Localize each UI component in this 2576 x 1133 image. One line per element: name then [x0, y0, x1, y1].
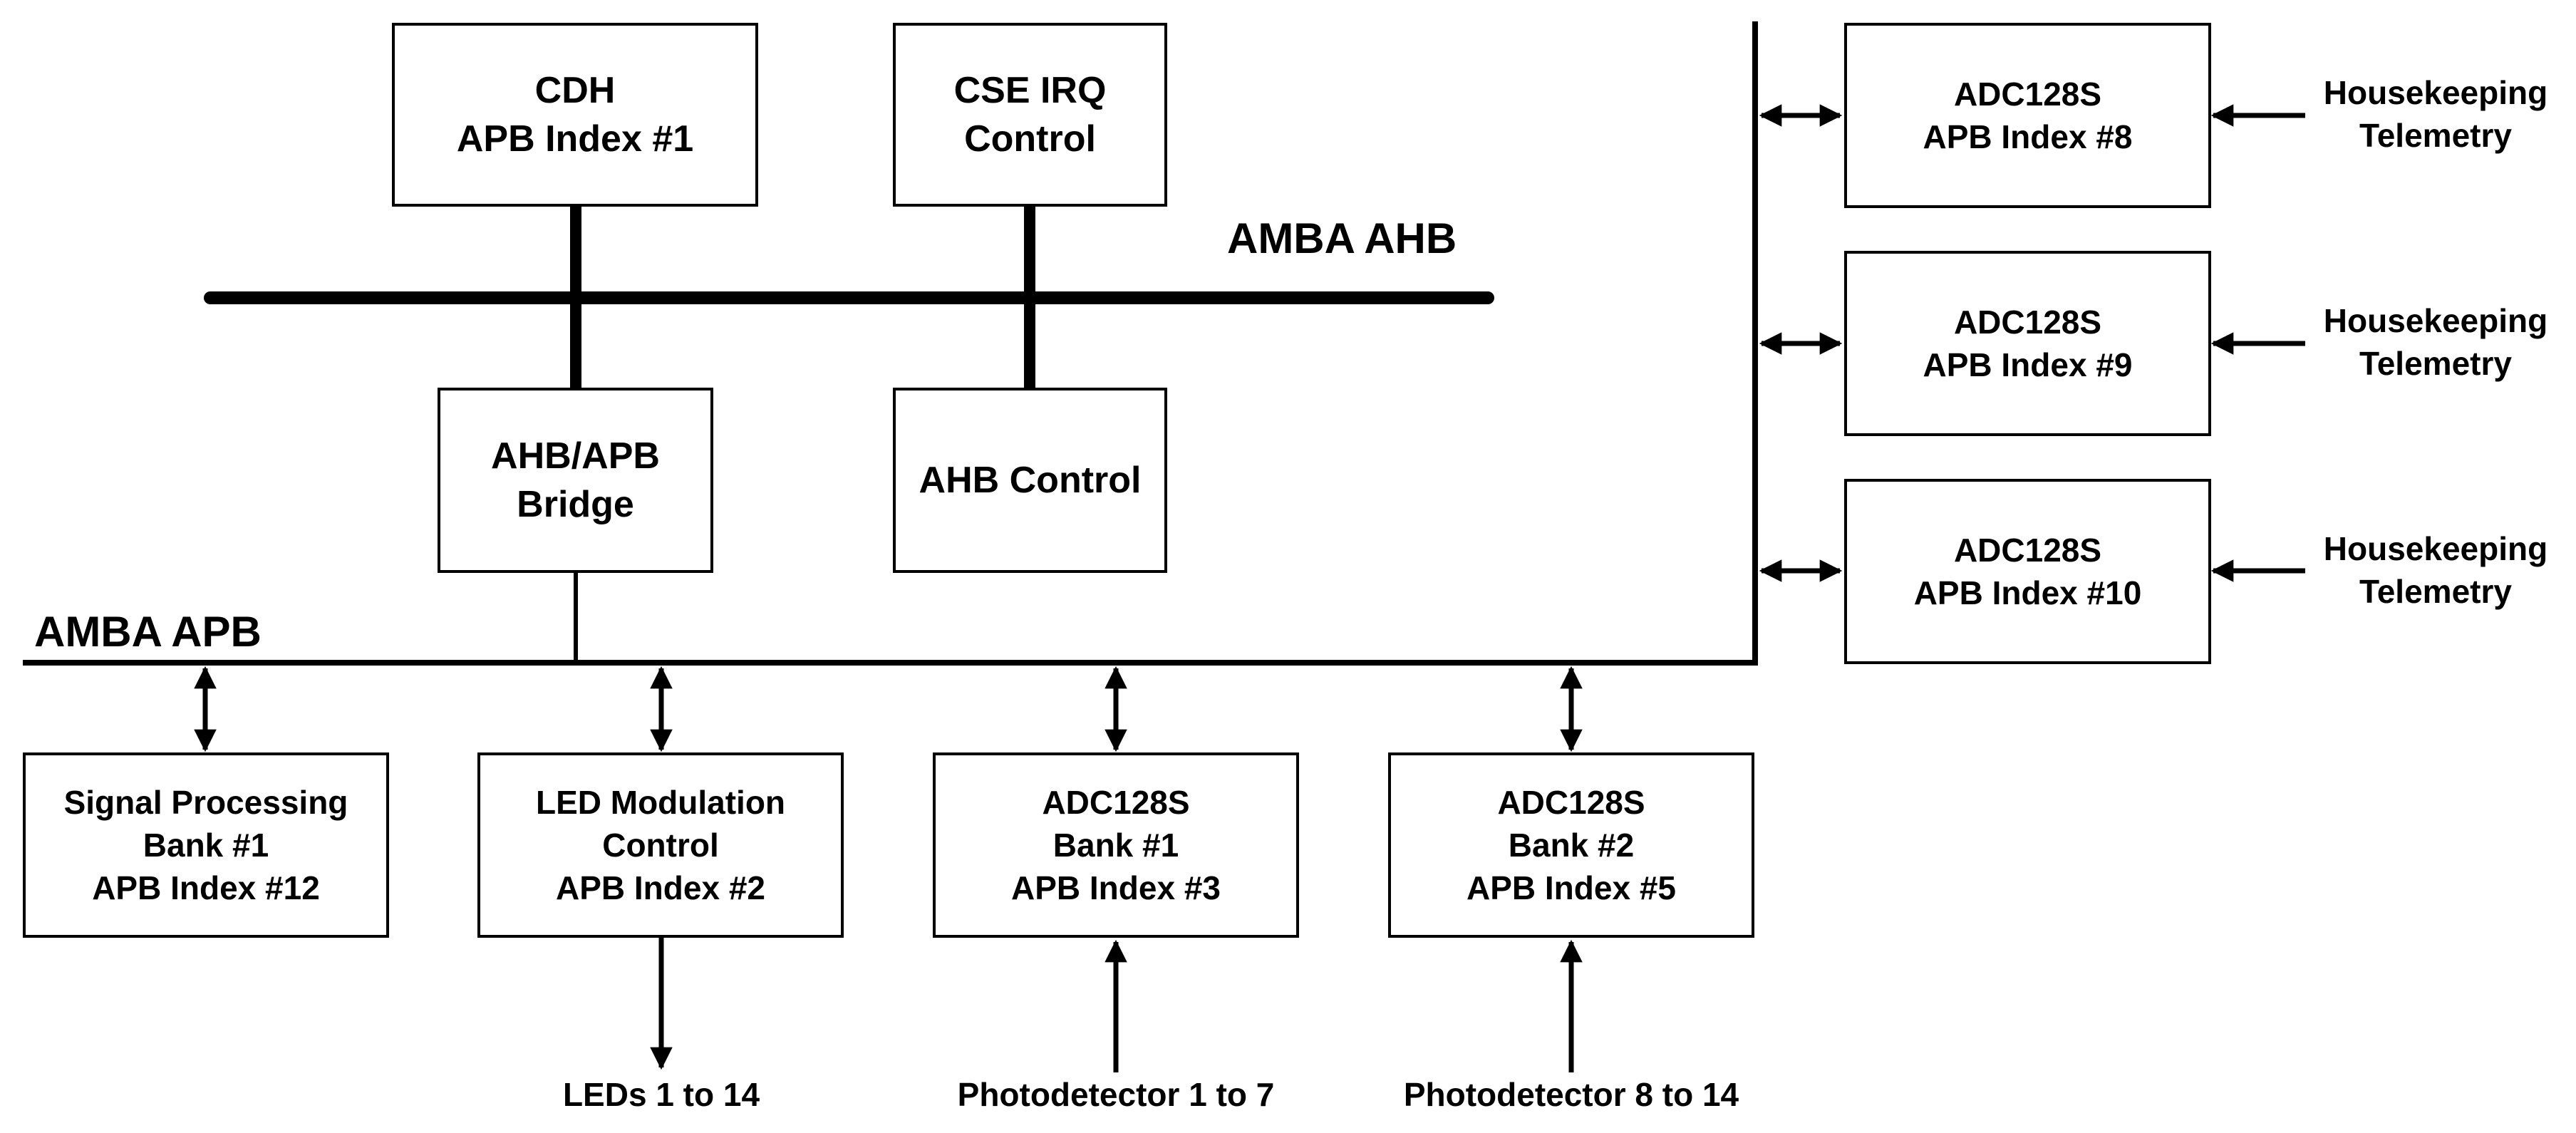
- signal-processing-block: Signal Processing Bank #1 APB Index #12: [23, 752, 389, 938]
- cdh-line-1: CDH: [534, 70, 616, 111]
- led-modulation-line-2: Control: [602, 827, 719, 864]
- adc128s-index10-block: ADC128S APB Index #10: [1844, 479, 2211, 664]
- ahb-apb-bridge-block: AHB/APB Bridge: [438, 388, 713, 573]
- housekeeping-telemetry-label-2: Housekeeping Telemetry: [2314, 299, 2557, 385]
- cdh-line-2: APB Index #1: [456, 118, 694, 160]
- adc9-line-1: ADC128S: [1953, 304, 2102, 341]
- cse-irq-line-1: CSE IRQ: [953, 70, 1107, 111]
- leds-label: LEDs 1 to 14: [562, 1076, 760, 1113]
- adc-bank1-line-2: Bank #1: [1052, 827, 1179, 864]
- adc10-line-1: ADC128S: [1953, 532, 2102, 569]
- housekeeping-telemetry-label-1: Housekeeping Telemetry: [2314, 71, 2557, 157]
- bridge-line-1: AHB/APB: [491, 435, 660, 477]
- hk3-line-1: Housekeeping: [2323, 530, 2548, 567]
- adc-bank2-line-1: ADC128S: [1497, 784, 1645, 821]
- signal-processing-line-1: Signal Processing: [63, 784, 348, 821]
- led-modulation-line-3: APB Index #2: [556, 869, 765, 906]
- bridge-line-2: Bridge: [517, 484, 634, 525]
- cse-irq-control-block: CSE IRQ Control: [893, 23, 1167, 207]
- cdh-block: CDH APB Index #1: [392, 23, 758, 207]
- adc-bank2-line-2: Bank #2: [1508, 827, 1635, 864]
- adc10-line-2: APB Index #10: [1913, 574, 2142, 611]
- ahb-control-line-1: AHB Control: [919, 460, 1142, 501]
- led-modulation-control-block: LED Modulation Control APB Index #2: [477, 752, 844, 938]
- hk3-line-2: Telemetry: [2359, 573, 2512, 610]
- adc-bank1-line-1: ADC128S: [1042, 784, 1190, 821]
- led-modulation-line-1: LED Modulation: [535, 784, 786, 821]
- adc8-line-1: ADC128S: [1953, 76, 2102, 113]
- adc128s-bank1-block: ADC128S Bank #1 APB Index #3: [933, 752, 1299, 938]
- ahb-control-block: AHB Control: [893, 388, 1167, 573]
- apb-bus-label: AMBA APB: [34, 608, 262, 656]
- adc-bank2-line-3: APB Index #5: [1467, 869, 1676, 906]
- hk1-line-2: Telemetry: [2359, 117, 2512, 154]
- photodetector-1-7-label: Photodetector 1 to 7: [957, 1076, 1275, 1113]
- ahb-bus-label: AMBA AHB: [1227, 214, 1457, 262]
- hk2-line-1: Housekeeping: [2323, 302, 2548, 339]
- hk2-line-2: Telemetry: [2359, 345, 2512, 382]
- photodetector-8-14-label: Photodetector 8 to 14: [1403, 1076, 1739, 1113]
- signal-processing-line-3: APB Index #12: [92, 869, 320, 906]
- adc-bank1-line-3: APB Index #3: [1011, 869, 1221, 906]
- cse-irq-line-2: Control: [964, 118, 1096, 160]
- adc128s-index8-block: ADC128S APB Index #8: [1844, 23, 2211, 208]
- adc128s-bank2-block: ADC128S Bank #2 APB Index #5: [1388, 752, 1754, 938]
- adc9-line-2: APB Index #9: [1923, 346, 2133, 383]
- signal-processing-line-2: Bank #1: [143, 827, 269, 864]
- adc128s-index9-block: ADC128S APB Index #9: [1844, 251, 2211, 436]
- hk1-line-1: Housekeeping: [2323, 74, 2548, 111]
- housekeeping-telemetry-label-3: Housekeeping Telemetry: [2314, 527, 2557, 613]
- adc8-line-2: APB Index #8: [1923, 118, 2133, 155]
